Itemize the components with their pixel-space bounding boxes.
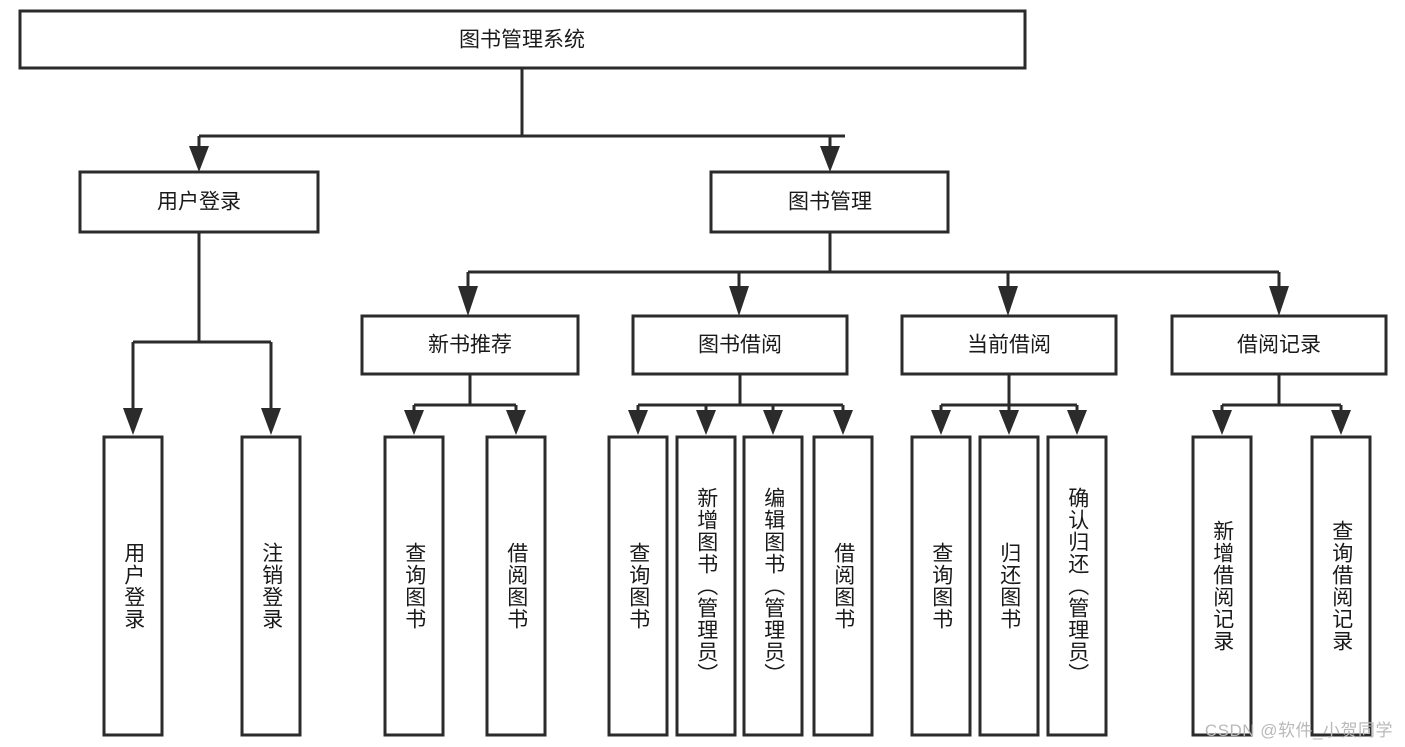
leaf-new-book-1[interactable] [485, 435, 547, 737]
node-current-borrow[interactable] [900, 314, 1118, 376]
connector-borrowrecord-to-leaves [1212, 374, 1351, 435]
connector-newbook-to-leaves [404, 374, 526, 435]
leaf-book-borrow-2[interactable] [742, 435, 804, 737]
node-root[interactable] [18, 9, 1027, 70]
leaf-borrow-record-0[interactable] [1191, 435, 1253, 737]
node-book-management-label: 图书管理 [788, 191, 872, 214]
connector-root-to-level2 [189, 68, 845, 172]
leaf-current-borrow-2[interactable] [1046, 435, 1108, 737]
leaf-user-login-0[interactable] [102, 435, 164, 737]
node-book-borrow[interactable] [631, 314, 849, 376]
leaf-current-borrow-0[interactable] [910, 435, 972, 737]
node-current-borrow-label: 当前借阅 [967, 334, 1051, 357]
node-user-login[interactable] [78, 170, 320, 234]
leaf-borrow-record-1[interactable] [1310, 435, 1372, 737]
node-new-book-recommend-label: 新书推荐 [428, 334, 512, 357]
leaf-book-borrow-1[interactable] [675, 435, 737, 737]
leaf-current-borrow-1[interactable] [978, 435, 1040, 737]
leaf-new-book-0[interactable] [383, 435, 445, 737]
connector-userlogin-to-leaves [123, 232, 281, 435]
node-book-management[interactable] [709, 170, 950, 234]
node-root-label: 图书管理系统 [459, 29, 585, 52]
node-borrow-record[interactable] [1170, 314, 1388, 376]
node-new-book-recommend[interactable] [360, 314, 580, 376]
leaf-user-login-1[interactable] [240, 435, 302, 737]
leaf-book-borrow-0[interactable] [607, 435, 669, 737]
node-borrow-record-label: 借阅记录 [1237, 334, 1321, 357]
connector-bookborrow-to-leaves [628, 374, 853, 435]
connector-currentborrow-to-leaves [931, 374, 1087, 435]
leaf-book-borrow-3[interactable] [812, 435, 874, 737]
node-user-login-label: 用户登录 [157, 191, 241, 214]
connector-bookmgmt-to-level3 [458, 232, 1289, 316]
csdn-watermark: CSDN @软件_小贺同学 [1204, 721, 1393, 740]
node-book-borrow-label: 图书借阅 [698, 334, 782, 357]
